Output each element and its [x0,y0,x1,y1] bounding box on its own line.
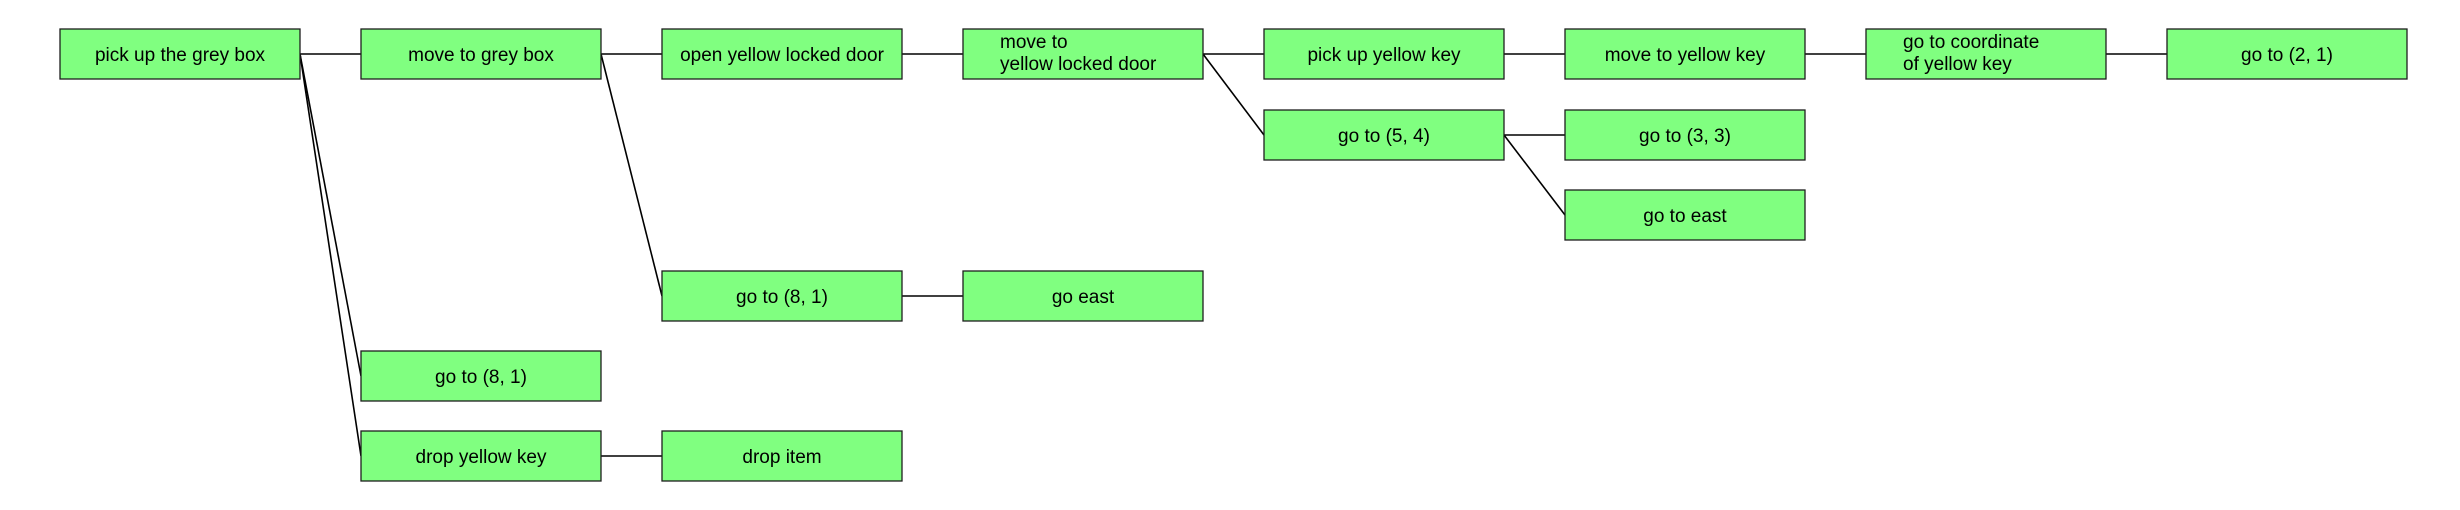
edge-pick-up-grey-box-to-drop-yellow-key [299,53,362,457]
node-label: go east [1052,287,1115,308]
node-box [1564,189,1806,241]
node-go-east: go east [962,270,1204,322]
node-label: go to (2, 1) [2241,45,2333,66]
node-box [360,28,602,80]
node-box [1564,109,1806,161]
node-label: drop yellow key [416,447,547,468]
node-label: move to yellow key [1605,45,1766,66]
node-label: open yellow locked door [680,45,885,66]
node-go-to-5-4: go to (5, 4) [1263,109,1505,161]
node-box [661,28,903,80]
edges-layer [299,53,2167,457]
node-label-line: move to [1000,32,1068,53]
edge-move-to-yellow-locked-door-to-go-to-5-4 [1202,53,1265,136]
node-go-to-3-3: go to (3, 3) [1564,109,1806,161]
node-label-line: of yellow key [1903,54,2012,75]
node-box [59,28,301,80]
node-pick-up-yellow-key: pick up yellow key [1263,28,1505,80]
node-label: go to (3, 3) [1639,126,1731,147]
node-move-to-grey-box: move to grey box [360,28,602,80]
node-box [962,270,1204,322]
node-label: go to (8, 1) [435,367,527,388]
node-go-to-8-1-a: go to (8, 1) [661,270,903,322]
edge-move-to-grey-box-to-go-to-8-1-a [600,53,663,297]
node-pick-up-grey-box: pick up the grey box [59,28,301,80]
node-box [1865,28,2107,80]
node-box [661,430,903,482]
node-go-to-2-1: go to (2, 1) [2166,28,2408,80]
nodes-layer: pick up the grey box move to grey box open… [59,28,2408,482]
node-drop-yellow-key: drop yellow key [360,430,602,482]
node-move-to-yellow-key: move to yellow key [1564,28,1806,80]
node-open-yellow-locked-door: open yellow locked door [661,28,903,80]
node-box [2166,28,2408,80]
node-box [962,28,1204,80]
node-box [661,270,903,322]
node-go-to-east: go to east [1564,189,1806,241]
node-box [1263,28,1505,80]
node-label-line: yellow locked door [1000,54,1157,75]
node-label: pick up yellow key [1307,45,1461,66]
node-box [360,350,602,402]
node-label: go to (8, 1) [736,287,828,308]
node-drop-item: drop item [661,430,903,482]
node-label: drop item [742,447,821,468]
edge-go-to-5-4-to-go-to-east [1503,134,1566,216]
node-label-line: go to coordinate [1903,32,2039,53]
node-box [1263,109,1505,161]
edge-pick-up-grey-box-to-go-to-8-1-b [299,53,362,377]
node-go-to-8-1-b: go to (8, 1) [360,350,602,402]
node-label: pick up the grey box [95,45,266,66]
node-box [360,430,602,482]
node-label: go to east [1643,206,1727,227]
node-label: go to (5, 4) [1338,126,1430,147]
node-label: move to grey box [408,45,554,66]
node-box [1564,28,1806,80]
